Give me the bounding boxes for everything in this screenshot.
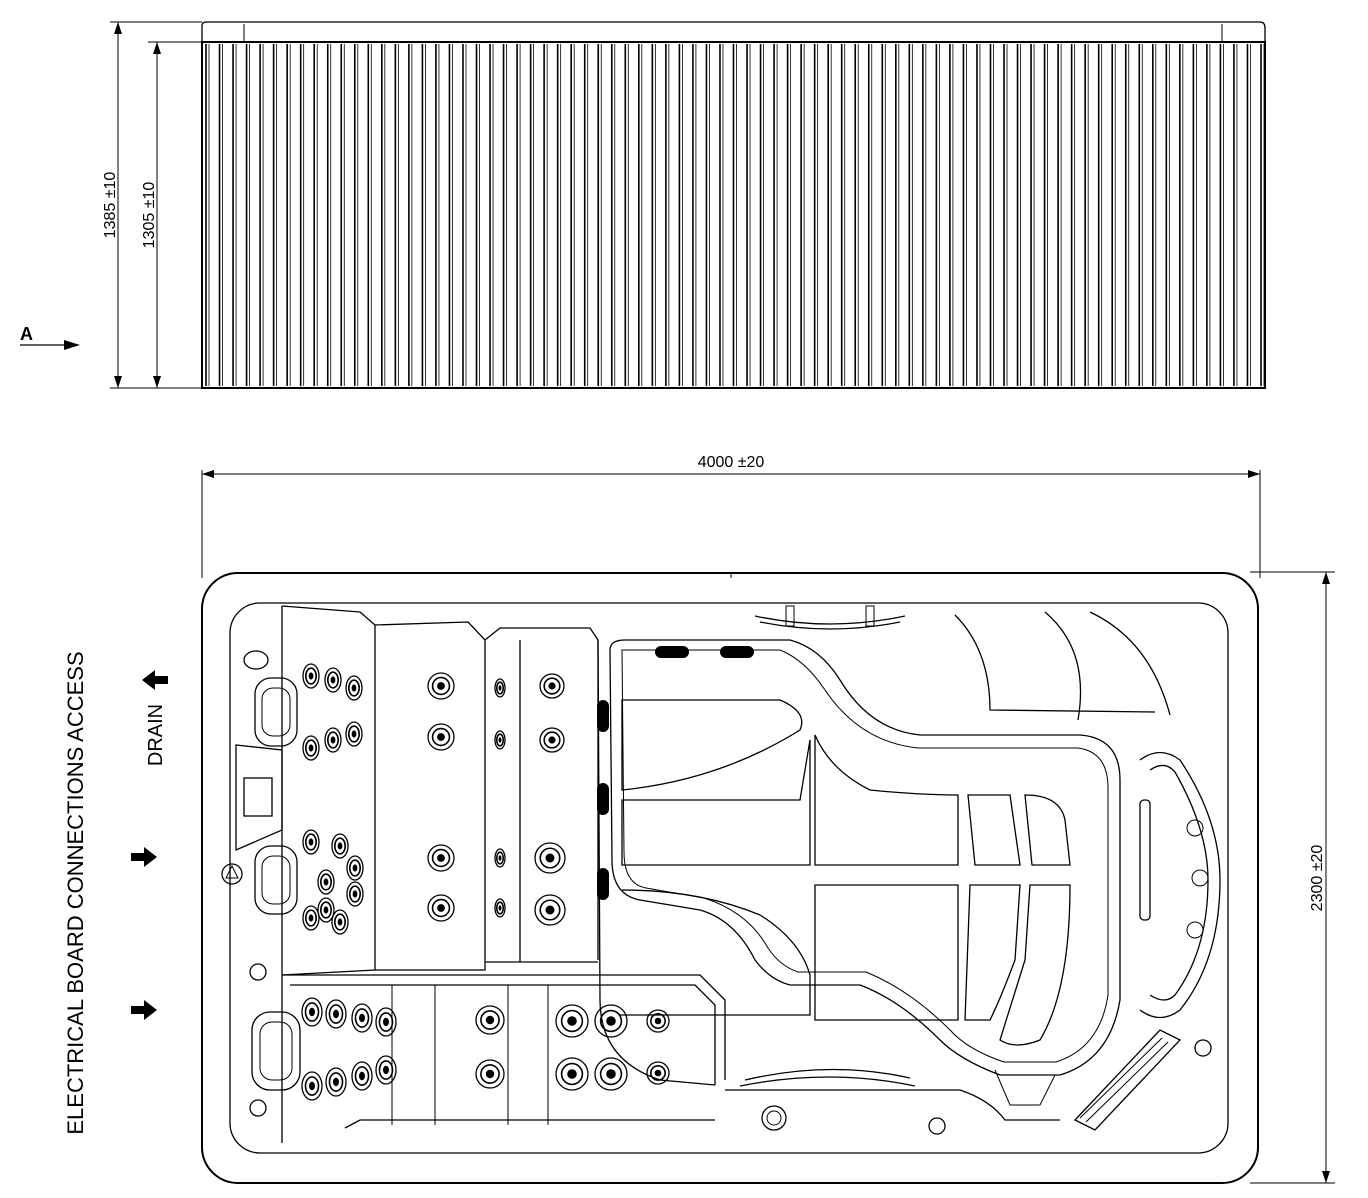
spa-section xyxy=(221,605,726,1143)
drain-label: DRAIN xyxy=(145,704,167,766)
jet-icon xyxy=(475,1059,505,1089)
side-view: 1385 ±10 1305 ±10 A xyxy=(20,21,1266,389)
jet-icon xyxy=(494,848,506,868)
jet-icon xyxy=(534,894,566,926)
jet-icon xyxy=(427,894,455,922)
jet-icon xyxy=(539,673,565,699)
jet-icon xyxy=(317,869,335,895)
side-view-rim xyxy=(201,21,1266,42)
side-jet-icon xyxy=(597,868,609,900)
dim-length: 4000 ±20 xyxy=(201,454,1261,578)
jet-icon xyxy=(345,675,363,701)
cabinet-slats xyxy=(205,44,1265,386)
fitting-icon xyxy=(249,1099,267,1117)
fitting-icon xyxy=(1186,921,1204,939)
swim-section xyxy=(597,605,1221,1135)
jet-icon xyxy=(646,1061,670,1085)
jet-icon xyxy=(494,678,506,698)
view-marker-a: A xyxy=(20,324,80,350)
dim-outer-height: 1385 ±10 xyxy=(102,21,202,389)
grab-bar-icon xyxy=(1139,799,1151,921)
drain-annotation: DRAIN xyxy=(142,670,168,766)
dim-width-label: 2300 ±20 xyxy=(1309,845,1326,912)
fitting-icon xyxy=(1194,1039,1212,1057)
jet-icon xyxy=(301,997,323,1027)
jet-icon xyxy=(346,855,364,881)
dim-inner-height-label: 1305 ±10 xyxy=(141,182,158,249)
side-jet-icon xyxy=(597,783,609,815)
jet-icon xyxy=(324,727,342,753)
dim-outer-height-label: 1385 ±10 xyxy=(102,172,119,239)
jet-icon xyxy=(555,1057,589,1091)
headrest-icon xyxy=(254,845,298,915)
jet-icon xyxy=(351,1061,373,1091)
jet-icon xyxy=(534,842,566,874)
dim-width: 2300 ±20 xyxy=(1250,571,1335,1184)
jet-icon xyxy=(345,721,363,747)
jet-icon xyxy=(324,667,342,693)
fitting-icon xyxy=(249,963,267,981)
arrow-right-icon xyxy=(131,847,157,867)
dim-length-label: 4000 ±20 xyxy=(698,454,765,471)
drain-fitting-icon xyxy=(221,863,243,885)
jets xyxy=(301,663,670,1101)
light-fitting-icon xyxy=(720,646,754,658)
headrest-icon xyxy=(254,677,298,747)
arrow-right-icon xyxy=(131,1000,157,1020)
jet-icon xyxy=(351,1003,373,1033)
fitting-icon xyxy=(761,1105,787,1131)
outer-shell xyxy=(201,572,1259,1184)
jet-icon xyxy=(594,1057,628,1091)
jet-icon xyxy=(427,672,455,700)
headrest-icon xyxy=(251,1011,301,1091)
jet-icon xyxy=(594,1004,628,1038)
jet-icon xyxy=(539,727,565,753)
jet-icon xyxy=(427,844,455,872)
jet-icon xyxy=(302,829,320,855)
jet-icon xyxy=(325,1067,347,1097)
jet-icon xyxy=(475,1005,505,1035)
jet-icon xyxy=(646,1009,670,1033)
jet-icon xyxy=(325,999,347,1029)
jet-icon xyxy=(375,1007,397,1037)
fitting-icon xyxy=(243,650,269,670)
view-marker-label: A xyxy=(20,324,33,344)
jet-icon xyxy=(555,1004,589,1038)
jet-icon xyxy=(302,905,320,931)
fitting-icon xyxy=(1186,819,1204,837)
electrical-access-label: ELECTRICAL BOARD CONNECTIONS ACCESS xyxy=(63,651,88,1134)
jet-icon xyxy=(331,833,349,859)
jet-icon xyxy=(302,735,320,761)
jet-icon xyxy=(494,730,506,750)
control-panel-rect xyxy=(243,777,273,817)
dim-inner-height: 1305 ±10 xyxy=(141,41,202,388)
jet-icon xyxy=(317,897,335,923)
side-jet-icon xyxy=(597,700,609,732)
side-view-cabinet xyxy=(201,41,1266,389)
fitting-icon xyxy=(1191,869,1209,887)
arrow-left-icon xyxy=(142,670,168,690)
jet-icon xyxy=(494,898,506,918)
jet-icon xyxy=(301,1071,323,1101)
jet-icon xyxy=(346,881,364,907)
plan-view: 4000 ±20 2300 ±20 xyxy=(63,454,1335,1184)
light-fitting-icon xyxy=(655,646,689,658)
fitting-icon xyxy=(928,1117,946,1135)
jet-icon xyxy=(331,909,349,935)
jet-icon xyxy=(375,1055,397,1085)
jet-icon xyxy=(302,663,320,689)
jet-icon xyxy=(427,723,455,751)
